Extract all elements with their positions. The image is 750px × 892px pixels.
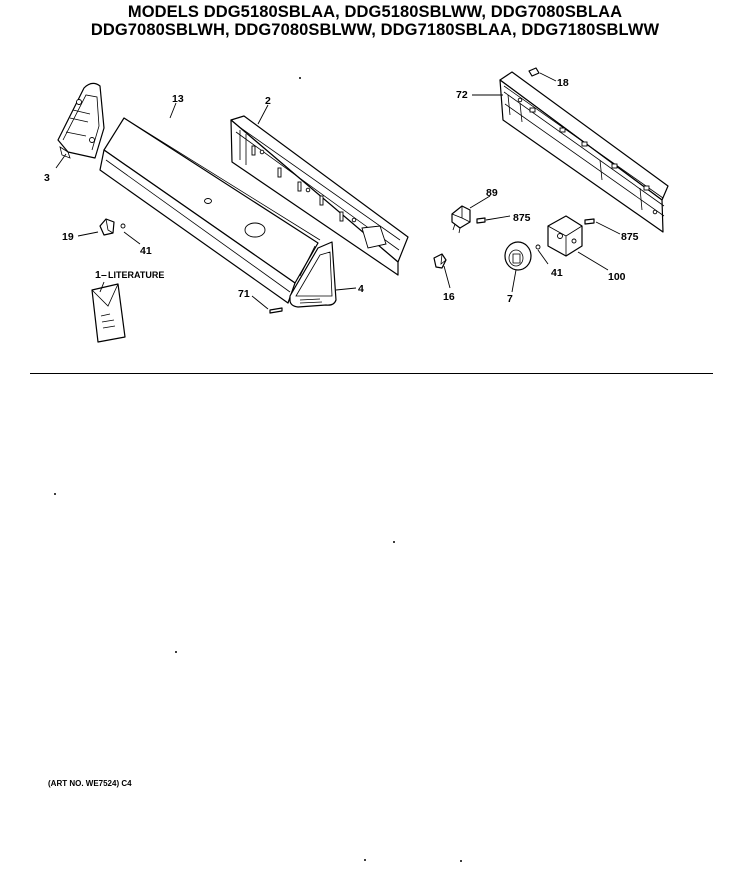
part-16-knob: [433, 253, 447, 269]
part-2-backsplash-bracket: [230, 115, 409, 276]
callout-18: 18: [557, 77, 569, 89]
scan-speck: [393, 541, 395, 543]
part-72-rear-bracket: [499, 71, 669, 233]
part-19-clip: [99, 218, 115, 236]
scan-speck: [175, 651, 177, 653]
models-title-line-2: DDG7080SBLWH, DDG7080SBLWW, DDG7180SBLAA…: [90, 21, 660, 39]
part-18-screw: [528, 67, 540, 77]
part-41-screw-left: [120, 223, 126, 229]
callout-100: 100: [608, 271, 626, 283]
scan-speck: [299, 77, 301, 79]
callout-7: 7: [507, 293, 513, 305]
art-number: (ART NO. WE7524) C4: [48, 779, 132, 788]
part-7-dial: [504, 241, 532, 271]
part-3-end-cap: [57, 82, 105, 159]
models-title-line-1: MODELS DDG5180SBLAA, DDG5180SBLWW, DDG70…: [127, 3, 623, 21]
part-13-control-panel: [99, 117, 321, 304]
callout-875-right: 875: [621, 231, 639, 243]
callout-2: 2: [265, 95, 271, 107]
part-1-literature: [91, 283, 126, 343]
part-4-end-cap: [289, 241, 337, 308]
callout-1: 1: [95, 269, 101, 281]
callout-71: 71: [238, 288, 250, 300]
callout-72: 72: [456, 89, 468, 101]
part-100-timer: [547, 215, 583, 257]
section-divider: [30, 373, 713, 374]
part-41-screw-right: [535, 244, 541, 250]
leader-lines: [55, 72, 621, 310]
scan-speck: [460, 860, 462, 862]
callout-1-dash: –: [101, 269, 107, 281]
callout-13: 13: [172, 93, 184, 105]
part-89-switch: [451, 205, 471, 234]
callout-89: 89: [486, 187, 498, 199]
callout-875-left: 875: [513, 212, 531, 224]
callout-4: 4: [358, 283, 364, 295]
scan-speck: [54, 493, 56, 495]
callout-3: 3: [44, 172, 50, 184]
scan-speck: [364, 859, 366, 861]
callout-16: 16: [443, 291, 455, 303]
part-875-screw-2: [584, 218, 595, 225]
callout-literature: LITERATURE: [108, 270, 164, 280]
callout-41-right: 41: [551, 267, 563, 279]
callout-41-left: 41: [140, 245, 152, 257]
callout-19: 19: [62, 231, 74, 243]
part-875-screw-1: [476, 217, 486, 224]
part-71-screw: [269, 307, 283, 314]
